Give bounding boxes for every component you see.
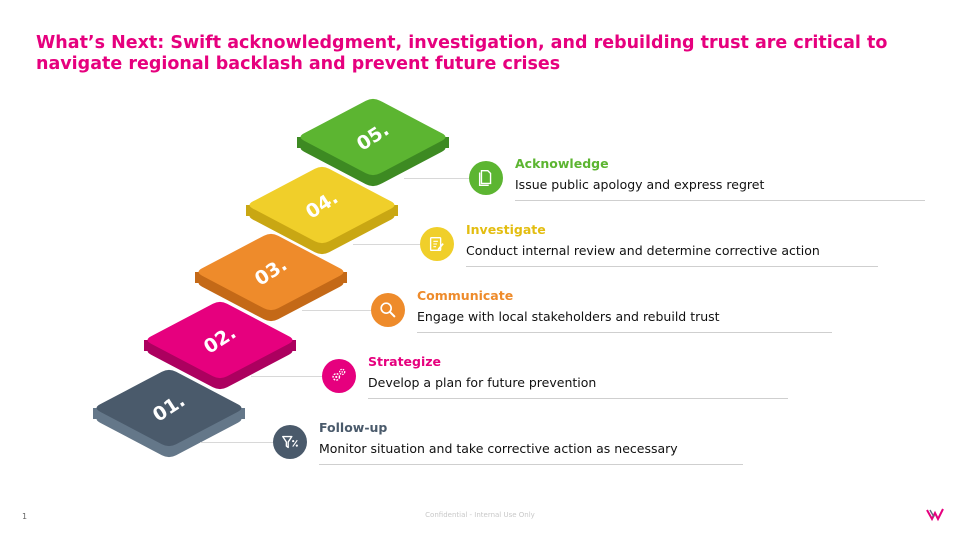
document-icon (469, 161, 503, 195)
step-description: Issue public apology and express regret (515, 177, 765, 192)
step-description: Monitor situation and take corrective ac… (319, 441, 678, 456)
divider-line (319, 464, 743, 465)
step-title: Follow-up (319, 420, 388, 435)
step-tile-04: 04. (246, 166, 398, 255)
step-description: Engage with local stakeholders and rebui… (417, 309, 720, 324)
confidential-footer: Confidential - Internal Use Only (425, 511, 535, 519)
step-tile-03: 03. (195, 233, 347, 322)
step-tile-02: 02. (144, 301, 296, 390)
page-number: 1 (22, 512, 28, 521)
connector-line (200, 442, 273, 443)
divider-line (515, 200, 925, 201)
connector-line (251, 376, 322, 377)
step-title: Strategize (368, 354, 442, 369)
step-title: Investigate (466, 222, 546, 237)
divider-line (466, 266, 878, 267)
divider-line (417, 332, 832, 333)
step-description: Conduct internal review and determine co… (466, 243, 820, 258)
connector-line (353, 244, 420, 245)
magnifier-icon (371, 293, 405, 327)
step-title: Communicate (417, 288, 514, 303)
gears-icon (322, 359, 356, 393)
step-tile-01: 01. (93, 369, 245, 458)
clipboard-pen-icon (420, 227, 454, 261)
slide-title: What’s Next: Swift acknowledgment, inves… (36, 33, 888, 74)
connector-line (404, 178, 469, 179)
step-title: Acknowledge (515, 156, 609, 171)
funnel-percent-icon (273, 425, 307, 459)
logo-icon (926, 508, 944, 522)
connector-line (302, 310, 371, 311)
step-description: Develop a plan for future prevention (368, 375, 597, 390)
divider-line (368, 398, 788, 399)
step-tile-05: 05. (297, 98, 449, 187)
